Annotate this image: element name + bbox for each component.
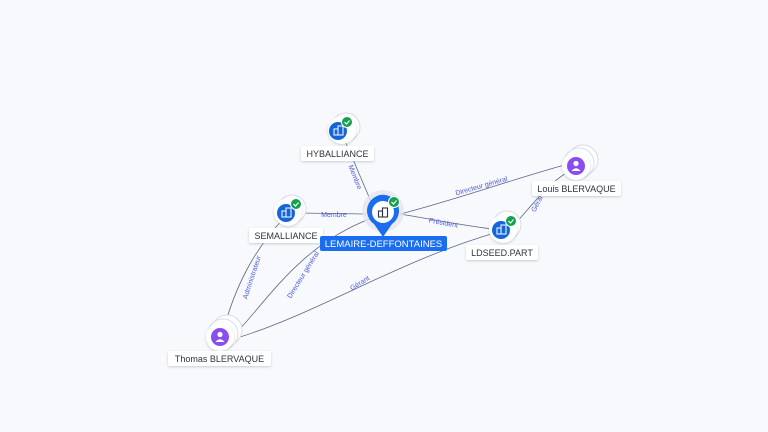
verified-check-icon: [290, 198, 302, 210]
building-icon: [333, 125, 344, 136]
node-label-ldseed: LDSEED.PART: [471, 248, 533, 258]
edge-label-hyb-main: Membre: [346, 164, 362, 191]
node-label-louis: Louis BLERVAQUE: [537, 184, 615, 194]
edge-label-thomas-main: Directeur général: [287, 250, 322, 300]
building-icon: [496, 224, 507, 235]
person-icon: [215, 331, 225, 342]
main-label-background: [320, 236, 447, 251]
node-semalliance[interactable]: SEMALLIANCE: [249, 194, 323, 243]
edge-thomas-main[interactable]: [235, 217, 373, 334]
edge-thomas-ldseed[interactable]: [239, 231, 499, 338]
edge-semalliance-main[interactable]: [297, 212, 367, 215]
edge-label-thomas-sem: Administrateur: [242, 254, 263, 300]
node-hyballiance[interactable]: HYBALLIANCE: [301, 112, 374, 161]
node-main[interactable]: LEMAIRE-DEFFONTAINES: [320, 190, 447, 251]
node-label-thomas: Thomas BLERVAQUE: [175, 354, 264, 364]
edge-louis-main[interactable]: [399, 163, 569, 215]
verified-check-icon: [388, 196, 400, 208]
node-louis[interactable]: Louis BLERVAQUE: [532, 144, 621, 196]
node-ldseed[interactable]: LDSEED.PART: [466, 210, 538, 260]
node-thomas[interactable]: Thomas BLERVAQUE: [168, 314, 271, 366]
edge-label-ldseed-main: Président: [428, 218, 458, 230]
node-label-semalliance: SEMALLIANCE: [254, 231, 317, 241]
edge-label-sem-main: Membre: [321, 212, 347, 219]
node-label-hyballiance: HYBALLIANCE: [306, 149, 368, 159]
building-icon: [281, 207, 292, 218]
verified-check-icon: [341, 116, 353, 128]
verified-check-icon: [505, 215, 517, 227]
node-label-main: LEMAIRE-DEFFONTAINES: [325, 239, 443, 250]
edge-ldseed-main[interactable]: [399, 213, 493, 230]
edge-label-thomas-ldseed: Gérant: [349, 275, 371, 292]
person-icon: [571, 160, 581, 171]
edge-label-louis-main: Directeur général: [455, 176, 509, 198]
building-icon: [377, 207, 389, 218]
